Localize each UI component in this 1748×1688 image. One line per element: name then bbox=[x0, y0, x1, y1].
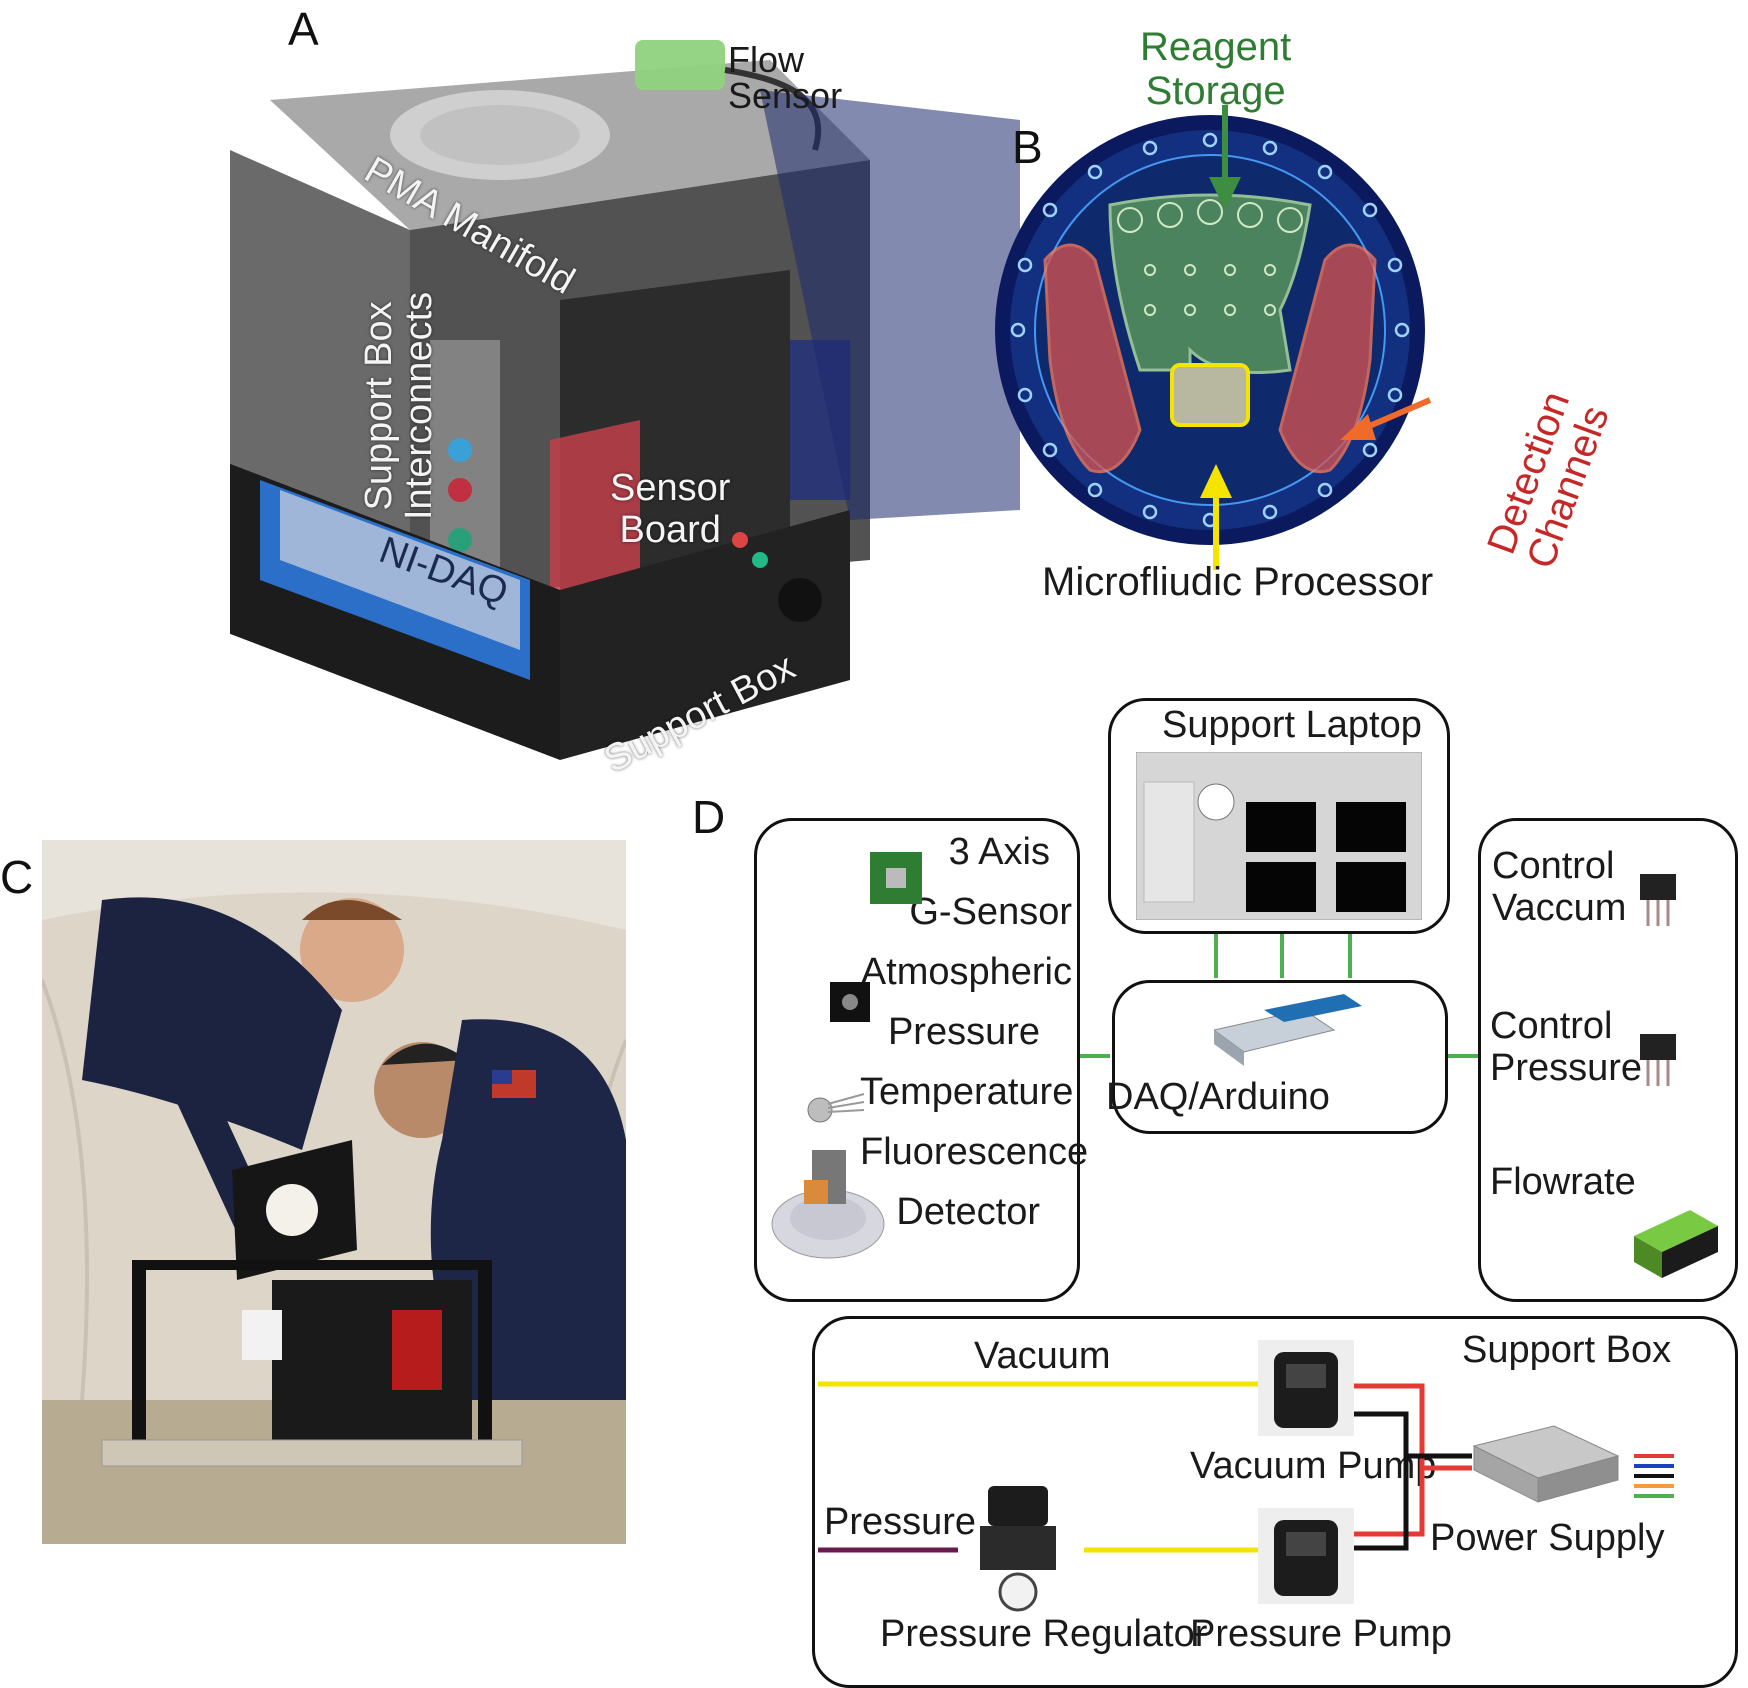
support-laptop-title: Support Laptop bbox=[1162, 704, 1422, 746]
detection-channels-arrow bbox=[1340, 397, 1432, 440]
sensor-fluorescence: Fluorescence bbox=[860, 1131, 1089, 1173]
daq-arduino-icon bbox=[1214, 994, 1362, 1066]
panel-b-microfluidic-chip bbox=[995, 115, 1425, 545]
zoom-wedge bbox=[760, 90, 1020, 520]
reagent-storage-label: Reagent Storage bbox=[1140, 25, 1292, 113]
sensor-atmospheric: Atmospheric bbox=[860, 951, 1072, 993]
flowrate-label: Flowrate bbox=[1490, 1161, 1636, 1203]
sensor-temperature: Temperature bbox=[860, 1071, 1074, 1113]
panel-c-photo bbox=[42, 840, 626, 1544]
panel-a-device-photo bbox=[230, 40, 870, 760]
power-supply-label: Power Supply bbox=[1430, 1517, 1665, 1559]
panel-label-d: D bbox=[692, 791, 726, 843]
control-pressure-sensor-icon bbox=[1640, 1034, 1676, 1086]
pressure-label: Pressure bbox=[824, 1501, 977, 1543]
sensor-pressure: Pressure bbox=[887, 1011, 1040, 1053]
flowrate-sensor-icon bbox=[1634, 1210, 1718, 1278]
panel-label-a: A bbox=[288, 3, 319, 55]
laptop-screen-icon bbox=[1136, 752, 1422, 920]
vacuum-label: Vacuum bbox=[974, 1335, 1111, 1377]
sensor-detector: Detector bbox=[896, 1191, 1040, 1233]
vacuum-pump-label: Vacuum Pump bbox=[1190, 1445, 1437, 1487]
flow-sensor-label: Flow Sensor bbox=[728, 39, 843, 116]
g-sensor-icon bbox=[870, 852, 922, 904]
control-pressure-label: Control Pressure bbox=[1490, 1005, 1643, 1089]
daq-arduino-box bbox=[1112, 980, 1448, 1134]
daq-arduino-label: DAQ/Arduino bbox=[1106, 1076, 1330, 1118]
sensor-3-axis: 3 Axis bbox=[948, 831, 1050, 873]
atmospheric-pressure-icon bbox=[830, 982, 870, 1022]
detection-channels-label: Detection Channels bbox=[1479, 385, 1618, 575]
reagent-storage-arrow bbox=[1209, 105, 1241, 210]
temperature-sensor-icon bbox=[807, 1093, 865, 1123]
panel-label-c: C bbox=[0, 851, 34, 903]
support-box-d-title: Support Box bbox=[1462, 1329, 1672, 1371]
sensor-board-label: Sensor Board bbox=[610, 467, 731, 551]
control-vaccum-label: Control Vaccum bbox=[1492, 845, 1627, 929]
pressure-regulator-label: Pressure Regulator bbox=[880, 1613, 1208, 1655]
microfluidic-processor-label: Microfliudic Processor bbox=[1042, 560, 1434, 604]
support-box-interconnects-label: Support Box Interconnects bbox=[358, 291, 440, 520]
sensor-g-sensor: G-Sensor bbox=[909, 891, 1072, 933]
fluorescence-detector-icon bbox=[771, 1150, 885, 1259]
microfluidic-processor-arrow bbox=[1200, 464, 1232, 570]
pressure-pump-label: Pressure Pump bbox=[1190, 1613, 1452, 1655]
panel-label-b: B bbox=[1012, 121, 1043, 173]
support-box-d-wiring bbox=[818, 1340, 1674, 1612]
control-vaccum-sensor-icon bbox=[1640, 874, 1676, 926]
